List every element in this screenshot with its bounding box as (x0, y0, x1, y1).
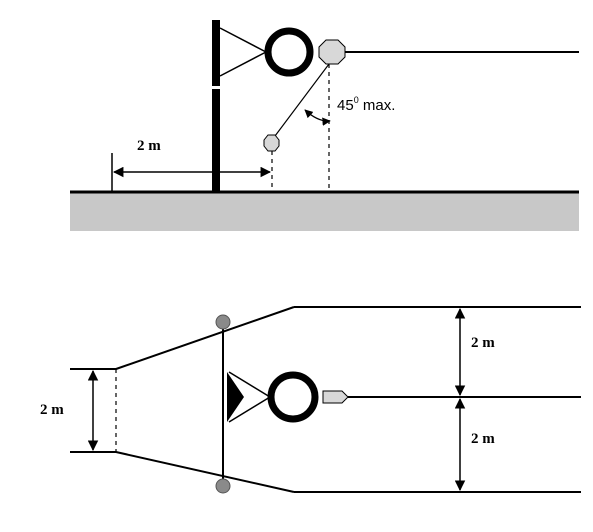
bridle-line-upper (219, 27, 267, 53)
boundary-upper-diagonal (115, 306, 295, 370)
inclined-cable (274, 63, 330, 137)
frame-line-upper (228, 371, 271, 398)
ground-block (70, 193, 579, 231)
target-ring-top (267, 371, 319, 423)
angle-label: 450 max. (337, 95, 395, 114)
float-top (318, 39, 346, 65)
left-width-label: 2 m (40, 402, 64, 418)
bridle-line-lower (219, 51, 267, 77)
target-ring (264, 27, 314, 77)
angle-arc (304, 109, 331, 126)
angle-max: max. (359, 97, 396, 114)
float-top-view (322, 390, 349, 404)
float-low (263, 134, 280, 152)
upper-right-label: 2 m (471, 335, 495, 351)
frame-line-lower (228, 396, 271, 423)
angle-value: 45 (337, 97, 354, 114)
distance-label: 2 m (137, 138, 161, 154)
pole-band (211, 86, 221, 89)
boundary-lower-diagonal (115, 451, 295, 493)
side-view: 450 max. 2 m (70, 20, 579, 231)
top-view: 2 m 2 m 2 m (40, 306, 581, 494)
lower-right-label: 2 m (471, 431, 495, 447)
float-dark-bottom (215, 478, 231, 494)
frame-triangle (227, 372, 244, 422)
pole (212, 20, 220, 193)
float-dark-top (215, 314, 231, 330)
angle-degree: 0 (354, 95, 359, 105)
